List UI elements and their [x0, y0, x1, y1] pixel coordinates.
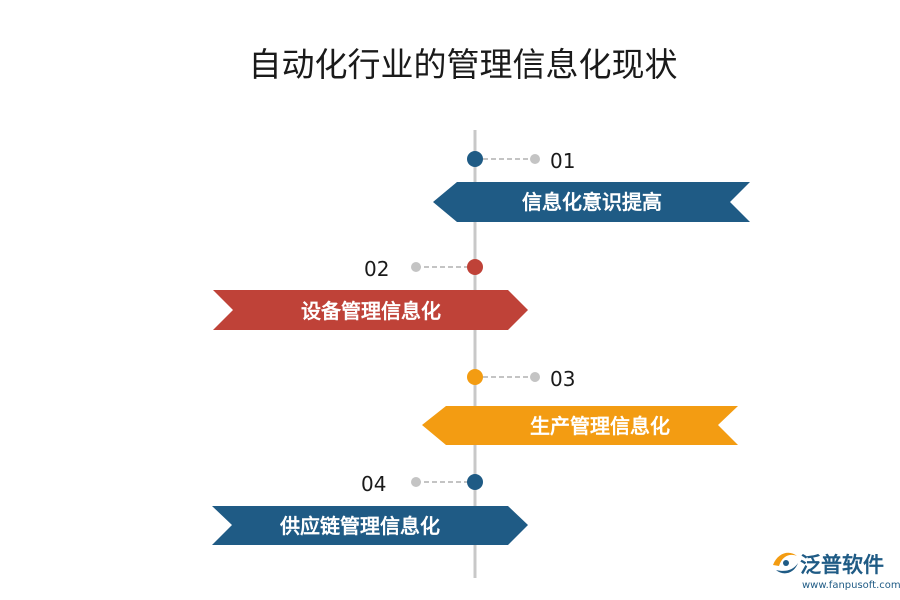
logo-url: www.fanpusoft.com: [802, 580, 900, 591]
step-4-label: 供应链管理信息化: [279, 514, 440, 538]
step-1-number: 01: [550, 149, 575, 173]
step-1-connector-dot: [530, 154, 540, 164]
step-4-banner: [212, 506, 528, 545]
step-2-connector-dot: [411, 262, 421, 272]
step-3-node: [467, 369, 483, 385]
step-4-number: 04: [361, 472, 386, 496]
step-3-connector-dot: [530, 372, 540, 382]
step-2-node: [467, 259, 483, 275]
fanpu-logo-icon: [773, 552, 798, 574]
step-2-number: 02: [364, 257, 389, 281]
step-4: 04 供应链管理信息化: [212, 472, 528, 545]
page-title: 自动化行业的管理信息化现状: [249, 45, 678, 84]
step-1-banner: [433, 182, 750, 222]
step-4-node: [467, 474, 483, 490]
step-1-label: 信息化意识提高: [522, 190, 662, 214]
step-3: 03 生产管理信息化: [422, 367, 738, 445]
step-4-connector-dot: [411, 477, 421, 487]
step-2: 02 设备管理信息化: [213, 257, 528, 330]
logo-name: 泛普软件: [800, 553, 884, 577]
step-3-banner: [422, 406, 738, 445]
step-3-number: 03: [550, 367, 575, 391]
brand-logo: 泛普软件 www.fanpusoft.com: [773, 552, 900, 591]
step-2-banner: [213, 290, 528, 330]
step-2-label: 设备管理信息化: [301, 299, 441, 323]
step-1-node: [467, 151, 483, 167]
step-1: 01 信息化意识提高: [433, 149, 750, 222]
step-3-label: 生产管理信息化: [530, 414, 670, 438]
